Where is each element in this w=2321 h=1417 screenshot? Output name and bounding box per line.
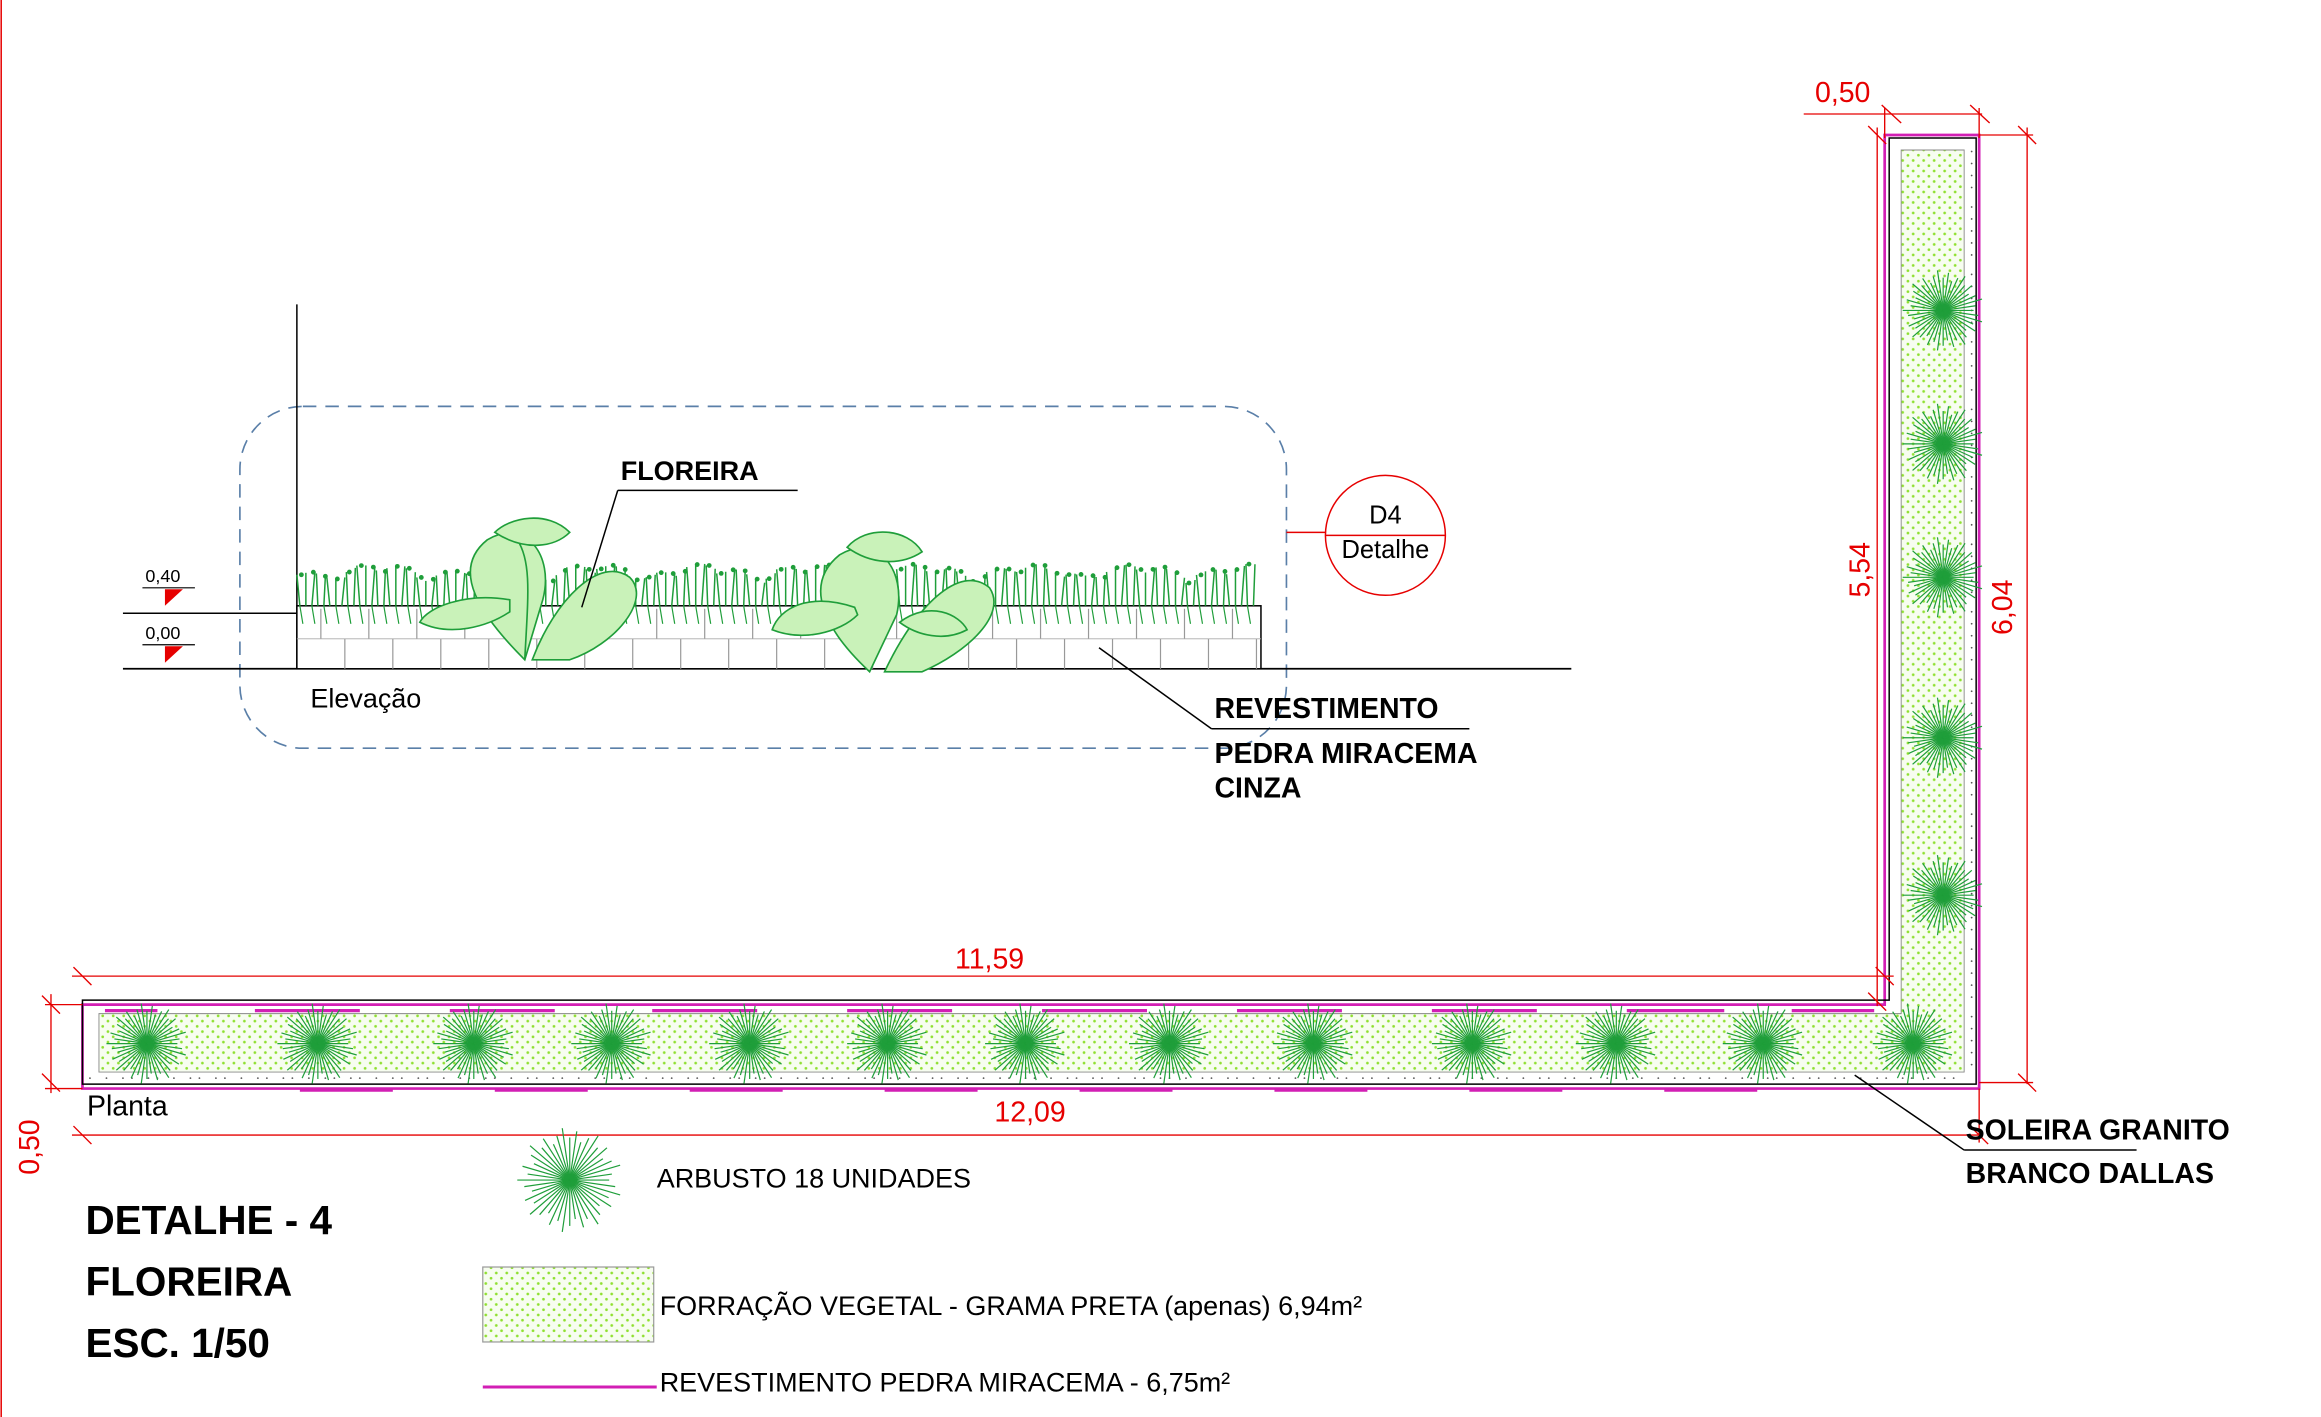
legend-shrub-text: ARBUSTO 18 UNIDADES bbox=[657, 1164, 971, 1194]
shrub-symbol bbox=[571, 1003, 651, 1084]
dim-inner-height-label: 5,54 bbox=[1845, 542, 1877, 597]
elevation-label: Elevação bbox=[310, 684, 421, 714]
dim-inner-length bbox=[71, 966, 1895, 986]
dim-inner-height bbox=[1867, 125, 1887, 1012]
revestimento-label-2: PEDRA MIRACEMA bbox=[1214, 738, 1477, 770]
leaf-plant-2 bbox=[771, 531, 995, 674]
granite-sill-texture bbox=[89, 150, 1973, 1079]
shrub-symbol bbox=[847, 1003, 927, 1084]
dim-top-width bbox=[1803, 104, 1991, 138]
dim-outer-length bbox=[71, 1088, 1989, 1145]
shrub-symbol bbox=[1902, 855, 1983, 936]
shrub-symbol bbox=[1902, 537, 1983, 618]
legend-ground-cover-swatch bbox=[482, 1266, 655, 1343]
title-line-2: FLOREIRA bbox=[85, 1258, 292, 1304]
dim-outer-height bbox=[1979, 125, 2037, 1093]
shrub-symbol bbox=[517, 1128, 621, 1233]
legend-stone-text: REVESTIMENTO PEDRA MIRACEMA - 6,75m² bbox=[660, 1367, 1230, 1397]
title-line-1: DETALHE - 4 bbox=[85, 1197, 332, 1243]
floreira-label: FLOREIRA bbox=[621, 456, 759, 486]
shrub-symbol bbox=[1129, 1003, 1209, 1084]
shrub-symbol bbox=[433, 1003, 513, 1084]
revestimento-label-3: CINZA bbox=[1214, 773, 1301, 805]
leaf-plant-1 bbox=[418, 517, 638, 662]
stone-cladding-segments bbox=[104, 1008, 1875, 1092]
dim-inner-length-label: 11,59 bbox=[955, 944, 1024, 976]
plan-ground-cover bbox=[98, 149, 1965, 1073]
level-marker-top: 0,40 bbox=[142, 566, 195, 606]
plan-planter-outline bbox=[81, 137, 1977, 1085]
dim-outer-height-label: 6,04 bbox=[1987, 580, 2019, 635]
shrub-symbol bbox=[277, 1003, 357, 1084]
shrub-symbol bbox=[1872, 1003, 1953, 1084]
elevation-callout-boundary bbox=[239, 405, 1288, 750]
title-line-3: ESC. 1/50 bbox=[85, 1320, 269, 1366]
soleira-label-1: SOLEIRA GRANITO bbox=[1966, 1115, 2230, 1147]
legend: ARBUSTO 18 UNIDADES FORRAÇÃO VEGETAL - G… bbox=[482, 1128, 1362, 1397]
shrub-symbol bbox=[1902, 403, 1983, 484]
revestimento-label-1: REVESTIMENTO bbox=[1214, 693, 1438, 725]
plan-label: Planta bbox=[87, 1091, 168, 1123]
dim-depth-left bbox=[41, 994, 83, 1094]
shrub-symbol bbox=[1272, 1003, 1353, 1084]
shrub-symbol bbox=[1902, 270, 1983, 351]
plan-shrubs bbox=[106, 270, 1983, 1084]
elevation-view: 0,40 0,00 Elevação FLOREIRA D4 Detalhe R… bbox=[122, 304, 1572, 805]
soleira-label-2: BRANCO DALLAS bbox=[1966, 1158, 2214, 1190]
shrub-symbol bbox=[1722, 1003, 1803, 1084]
svg-text:D4: D4 bbox=[1369, 501, 1402, 529]
dim-outer-length-label: 12,09 bbox=[994, 1097, 1065, 1129]
legend-ground-cover-text: FORRAÇÃO VEGETAL - GRAMA PRETA (apenas) … bbox=[660, 1290, 1362, 1321]
shrub-symbol bbox=[985, 1003, 1065, 1084]
shrub-symbol bbox=[1902, 697, 1983, 778]
legend-shrub-symbol bbox=[517, 1128, 621, 1233]
plan-view: Planta 0,50 5,54 6,04 bbox=[14, 77, 2230, 1190]
dim-depth-left-label: 0,50 bbox=[14, 1119, 46, 1174]
dim-top-width-label: 0,50 bbox=[1815, 77, 1870, 109]
shrub-symbol bbox=[1575, 1003, 1656, 1084]
svg-text:0,00: 0,00 bbox=[145, 623, 180, 643]
shrub-symbol bbox=[106, 1003, 186, 1084]
shrub-symbol bbox=[709, 1003, 789, 1084]
shrub-symbol bbox=[1431, 1003, 1512, 1084]
svg-text:Detalhe: Detalhe bbox=[1342, 536, 1430, 564]
level-marker-base: 0,00 bbox=[142, 623, 195, 663]
svg-text:0,40: 0,40 bbox=[145, 566, 180, 586]
drawing-title: DETALHE - 4 FLOREIRA ESC. 1/50 bbox=[85, 1197, 332, 1366]
detail-callout-bubble: D4 Detalhe bbox=[1324, 474, 1447, 597]
